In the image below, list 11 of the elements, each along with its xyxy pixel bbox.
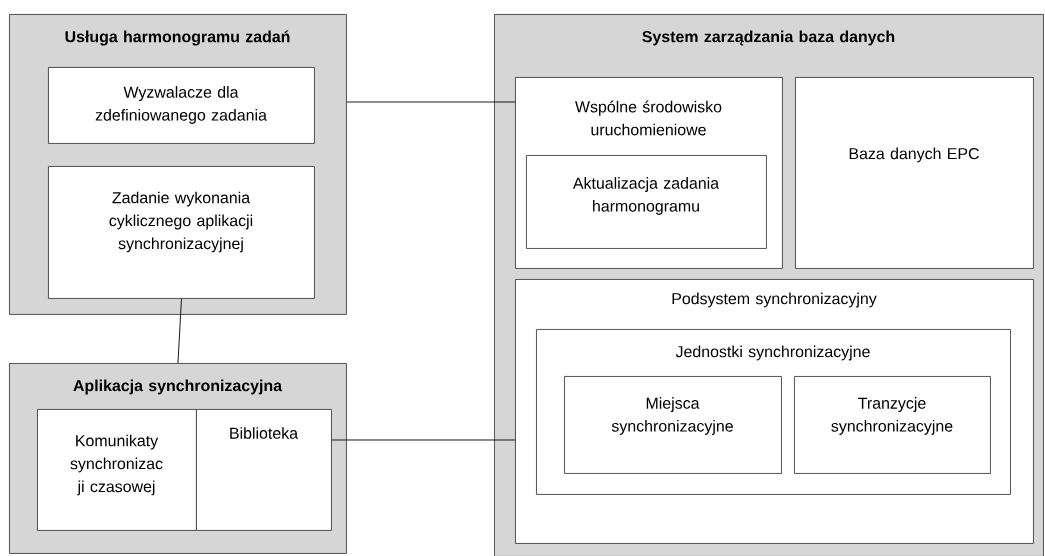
process-box: Baza danych EPC (795, 77, 1034, 269)
process-box: Miejsca synchronizacyjne (564, 376, 782, 474)
process-box: Komunikaty synchronizac ji czasowej (37, 409, 197, 531)
process-box: Wyzwalacze dla zdefiniowanego zadania (48, 67, 315, 144)
process-box: Biblioteka (196, 409, 332, 531)
connector-line (346, 101, 516, 103)
process-box: Aktualizacja zadania harmonogramu (526, 155, 767, 249)
connector-line (331, 439, 516, 441)
connector-line (177, 298, 182, 364)
process-box: Zadanie wykonania cyklicznego aplikacji synchronizacyjnej (48, 166, 315, 299)
process-box: Tranzycje synchronizacyjne (794, 376, 991, 474)
